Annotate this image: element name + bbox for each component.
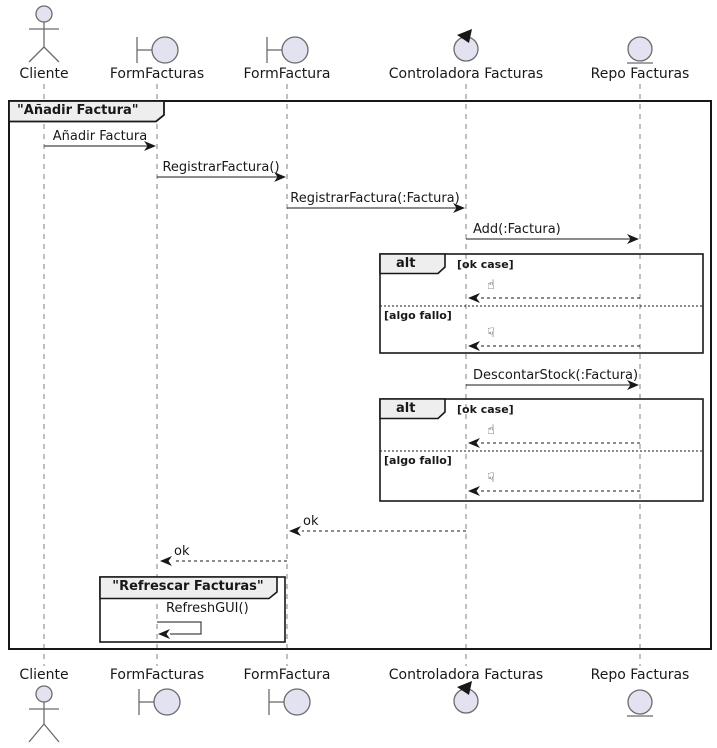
message-label-refresh-gui: RefreshGUI() [166,601,249,616]
participant-icons-top [28,5,653,64]
solid-arrows [44,145,631,635]
arrow-refresh-gui-self [157,621,202,635]
thumbs-up-icon: ☝ [487,423,495,438]
message-label-ok-1: ok [303,514,319,529]
alt2-operator-pentagon [379,398,446,420]
alt1-guard-ok: [ok case] [457,258,514,271]
alt1-guard-fail: [algo fallo] [384,309,452,322]
participant-label-formfacturas-bottom: FormFacturas [109,667,205,683]
boundary-icon-bottom-formfacturas [138,688,181,716]
boundary-icon-top-formfactura [266,36,309,64]
alt2-operator-label: alt [396,401,416,416]
outer-frame-title: "Añadir Factura" [17,103,139,118]
dashed-arrows [173,297,640,562]
actor-icon-top [28,5,60,63]
alt-frame-2 [379,398,704,502]
participant-label-formfactura-top: FormFactura [243,66,331,82]
message-label-anadir-factura: Añadir Factura [52,129,148,144]
participant-label-cliente-top: Cliente [19,66,69,82]
thumbs-down-icon: ☟ [487,471,495,486]
entity-icon-top [627,36,653,64]
control-icon-top [453,29,479,62]
lifelines [43,84,641,666]
boundary-icon-bottom-formfactura [268,688,311,716]
alt2-guard-fail: [algo fallo] [384,454,452,467]
outer-frame [8,100,712,650]
message-label-registrar-factura: RegistrarFactura() [162,160,280,175]
participant-label-cliente-bottom: Cliente [19,667,69,683]
participant-label-repo-top: Repo Facturas [590,66,690,82]
message-label-descontar-stock: DescontarStock(:Factura) [473,368,639,383]
participant-label-controladora-top: Controladora Facturas [388,66,544,82]
participant-label-formfacturas-top: FormFacturas [109,66,205,82]
solid-arrowheads [144,141,639,639]
outer-frame-label-pentagon [8,100,165,123]
thumbs-up-icon: ☝ [487,278,495,293]
alt1-operator-pentagon [379,253,446,275]
control-icon-bottom [453,681,479,714]
alt1-operator-label: alt [396,256,416,271]
inner-frame [99,576,286,643]
inner-frame-label-pentagon [99,576,278,600]
thumbs-down-icon: ☟ [487,326,495,341]
dashed-arrowheads [160,293,480,566]
alt-frame-1 [379,253,704,354]
boundary-icon-top-formfacturas [136,36,179,64]
message-label-registrar-factura-param: RegistrarFactura(:Factura) [290,191,460,206]
entity-icon-bottom [627,689,653,717]
participant-label-formfactura-bottom: FormFactura [243,667,331,683]
participant-label-repo-bottom: Repo Facturas [590,667,690,683]
inner-frame-title: "Refrescar Facturas" [112,579,264,594]
alt2-guard-ok: [ok case] [457,403,514,416]
message-label-add-factura: Add(:Factura) [473,222,561,237]
message-label-ok-2: ok [174,544,190,559]
participant-label-controladora-bottom: Controladora Facturas [388,667,544,683]
actor-icon-bottom [28,685,60,743]
participant-icons-bottom [28,681,653,743]
